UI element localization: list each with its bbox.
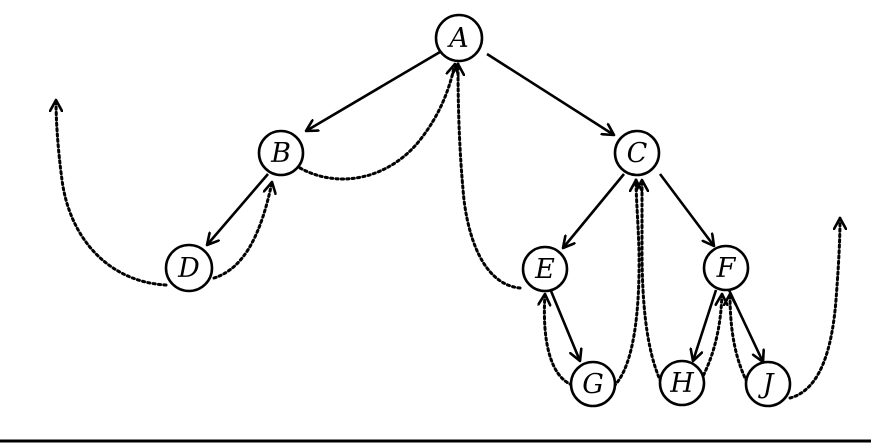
- thread-g-c: [612, 178, 639, 388]
- node-label-f: F: [716, 253, 737, 284]
- node-label-j: J: [758, 369, 776, 400]
- node-label-g: G: [582, 369, 604, 400]
- edge-f-j: [727, 289, 763, 362]
- edge-a-c: [486, 52, 614, 135]
- node-c: C: [613, 129, 661, 177]
- node-label-b: B: [270, 138, 291, 169]
- thread-j-outside-right: [788, 216, 840, 400]
- node-label-h: H: [669, 368, 694, 399]
- thread-g-e: [544, 292, 574, 387]
- node-j: J: [744, 360, 792, 408]
- thread-j-f: [730, 292, 749, 384]
- node-label-c: C: [627, 138, 648, 169]
- edge-e-g: [549, 290, 580, 361]
- edge-a-b: [306, 50, 441, 131]
- node-f: F: [702, 244, 750, 292]
- node-label-d: D: [177, 253, 200, 284]
- edge-c-f: [658, 173, 714, 246]
- tree-edges: [207, 50, 763, 362]
- edge-f-h: [693, 289, 718, 361]
- thread-d-outside-left: [56, 98, 168, 287]
- node-g: G: [569, 360, 617, 408]
- thread-edges: [56, 62, 840, 400]
- node-d: D: [164, 243, 214, 293]
- node-h: H: [658, 359, 706, 407]
- edge-c-e: [563, 173, 626, 248]
- thread-h-f: [699, 292, 722, 382]
- tree-nodes: A B C D E F G H: [164, 13, 792, 408]
- node-label-a: A: [446, 23, 469, 54]
- thread-h-c: [642, 178, 663, 384]
- thread-d-b: [212, 180, 272, 280]
- thread-e-a: [458, 62, 522, 290]
- edge-b-d: [207, 173, 269, 245]
- node-e: E: [521, 245, 569, 293]
- node-b: B: [257, 129, 305, 177]
- thread-b-a: [298, 62, 455, 181]
- node-label-e: E: [534, 254, 555, 285]
- node-a: A: [434, 13, 484, 63]
